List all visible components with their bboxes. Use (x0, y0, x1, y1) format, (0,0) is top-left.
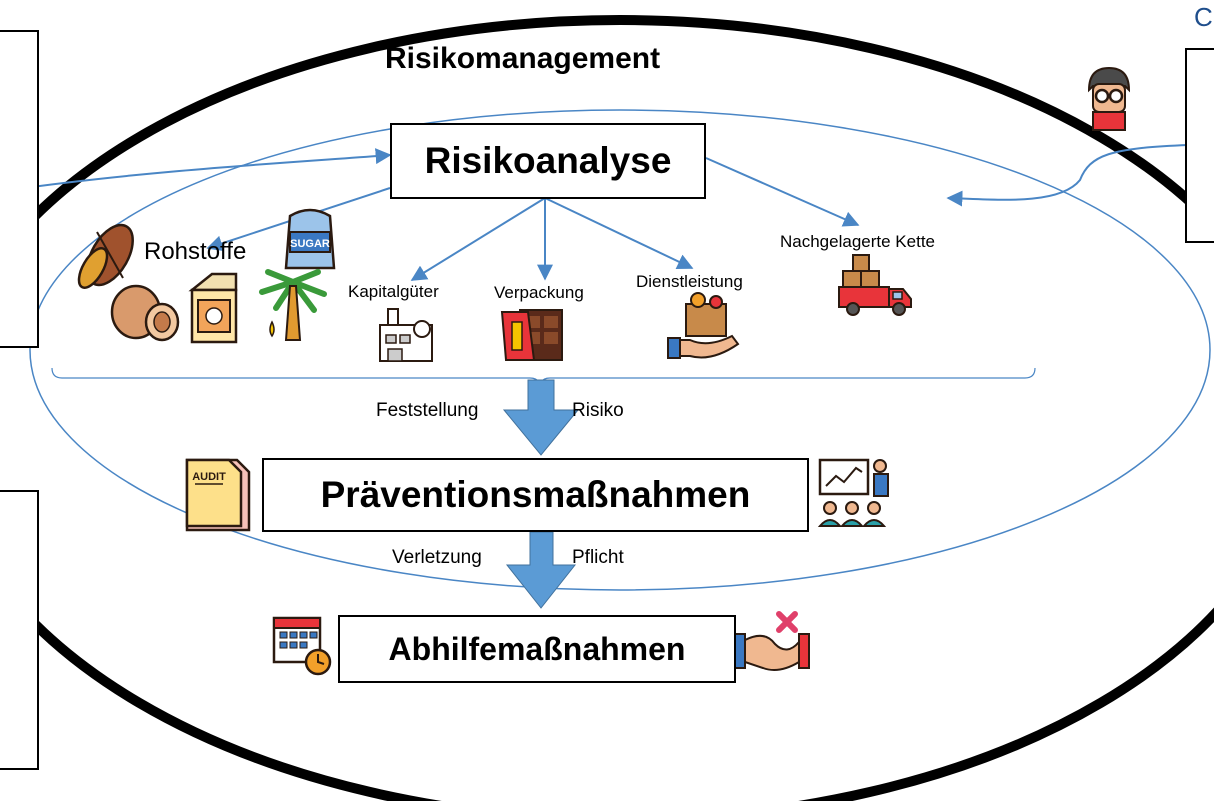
left-bottom-side-box (0, 490, 39, 770)
arrow1-left-label: Feststellung (376, 400, 479, 421)
cocoa-icon (77, 223, 134, 289)
broken-handshake-icon (734, 611, 810, 671)
arrow2-left-label: Verletzung (392, 547, 482, 568)
diagram-title: Risikomanagement (385, 42, 661, 75)
milk-carton-icon (188, 272, 238, 344)
delivery-truck-icon (838, 254, 912, 316)
chocolate-packaging-icon (500, 309, 563, 361)
down-arrow-2 (505, 531, 577, 609)
hazelnut-icon (110, 284, 180, 342)
audit-document-icon: AUDIT (185, 458, 251, 532)
remedy-label: Abhilfemaßnahmen (388, 630, 686, 667)
arrow-to-nachgelagerte-kette (705, 157, 860, 227)
sugar-label: SUGAR (290, 238, 330, 250)
right-connector-arrow (946, 144, 1189, 207)
remedy-box: Abhilfemaßnahmen (338, 615, 736, 683)
inspector-avatar-icon (1087, 66, 1131, 131)
arrow-to-kapitalgueter (410, 197, 546, 281)
down-arrow-1 (502, 379, 580, 456)
inner-ellipse (29, 109, 1211, 591)
calendar-clock-icon (272, 616, 332, 676)
audit-label: AUDIT (192, 471, 226, 483)
category-dienstleistung: Dienstleistung (636, 272, 743, 291)
prevention-box: Präventionsmaßnahmen (262, 458, 809, 532)
risk-analysis-box: Risikoanalyse (390, 123, 706, 199)
palm-oil-icon (259, 269, 327, 341)
left-top-side-box (0, 30, 39, 348)
factory-icon (379, 308, 433, 362)
category-kapitalgueter: Kapitalgüter (348, 282, 439, 301)
arrow2-right-label: Pflicht (572, 547, 624, 568)
corner-letter: C (1194, 2, 1213, 32)
risk-analysis-label: Risikoanalyse (424, 140, 672, 181)
left-connector-arrow (9, 148, 392, 191)
right-side-box (1185, 48, 1214, 243)
category-verpackung: Verpackung (494, 283, 584, 302)
prevention-label: Präventionsmaßnahmen (320, 474, 751, 515)
service-box-icon (667, 292, 740, 359)
category-rohstoffe: Rohstoffe (144, 238, 247, 265)
category-nachgelagerte-kette: Nachgelagerte Kette (780, 232, 935, 251)
sugar-bag-icon: SUGAR (284, 208, 336, 270)
arrow-to-dienstleistung (544, 197, 694, 270)
arrow1-right-label: Risiko (572, 400, 624, 421)
presentation-icon (817, 458, 889, 527)
